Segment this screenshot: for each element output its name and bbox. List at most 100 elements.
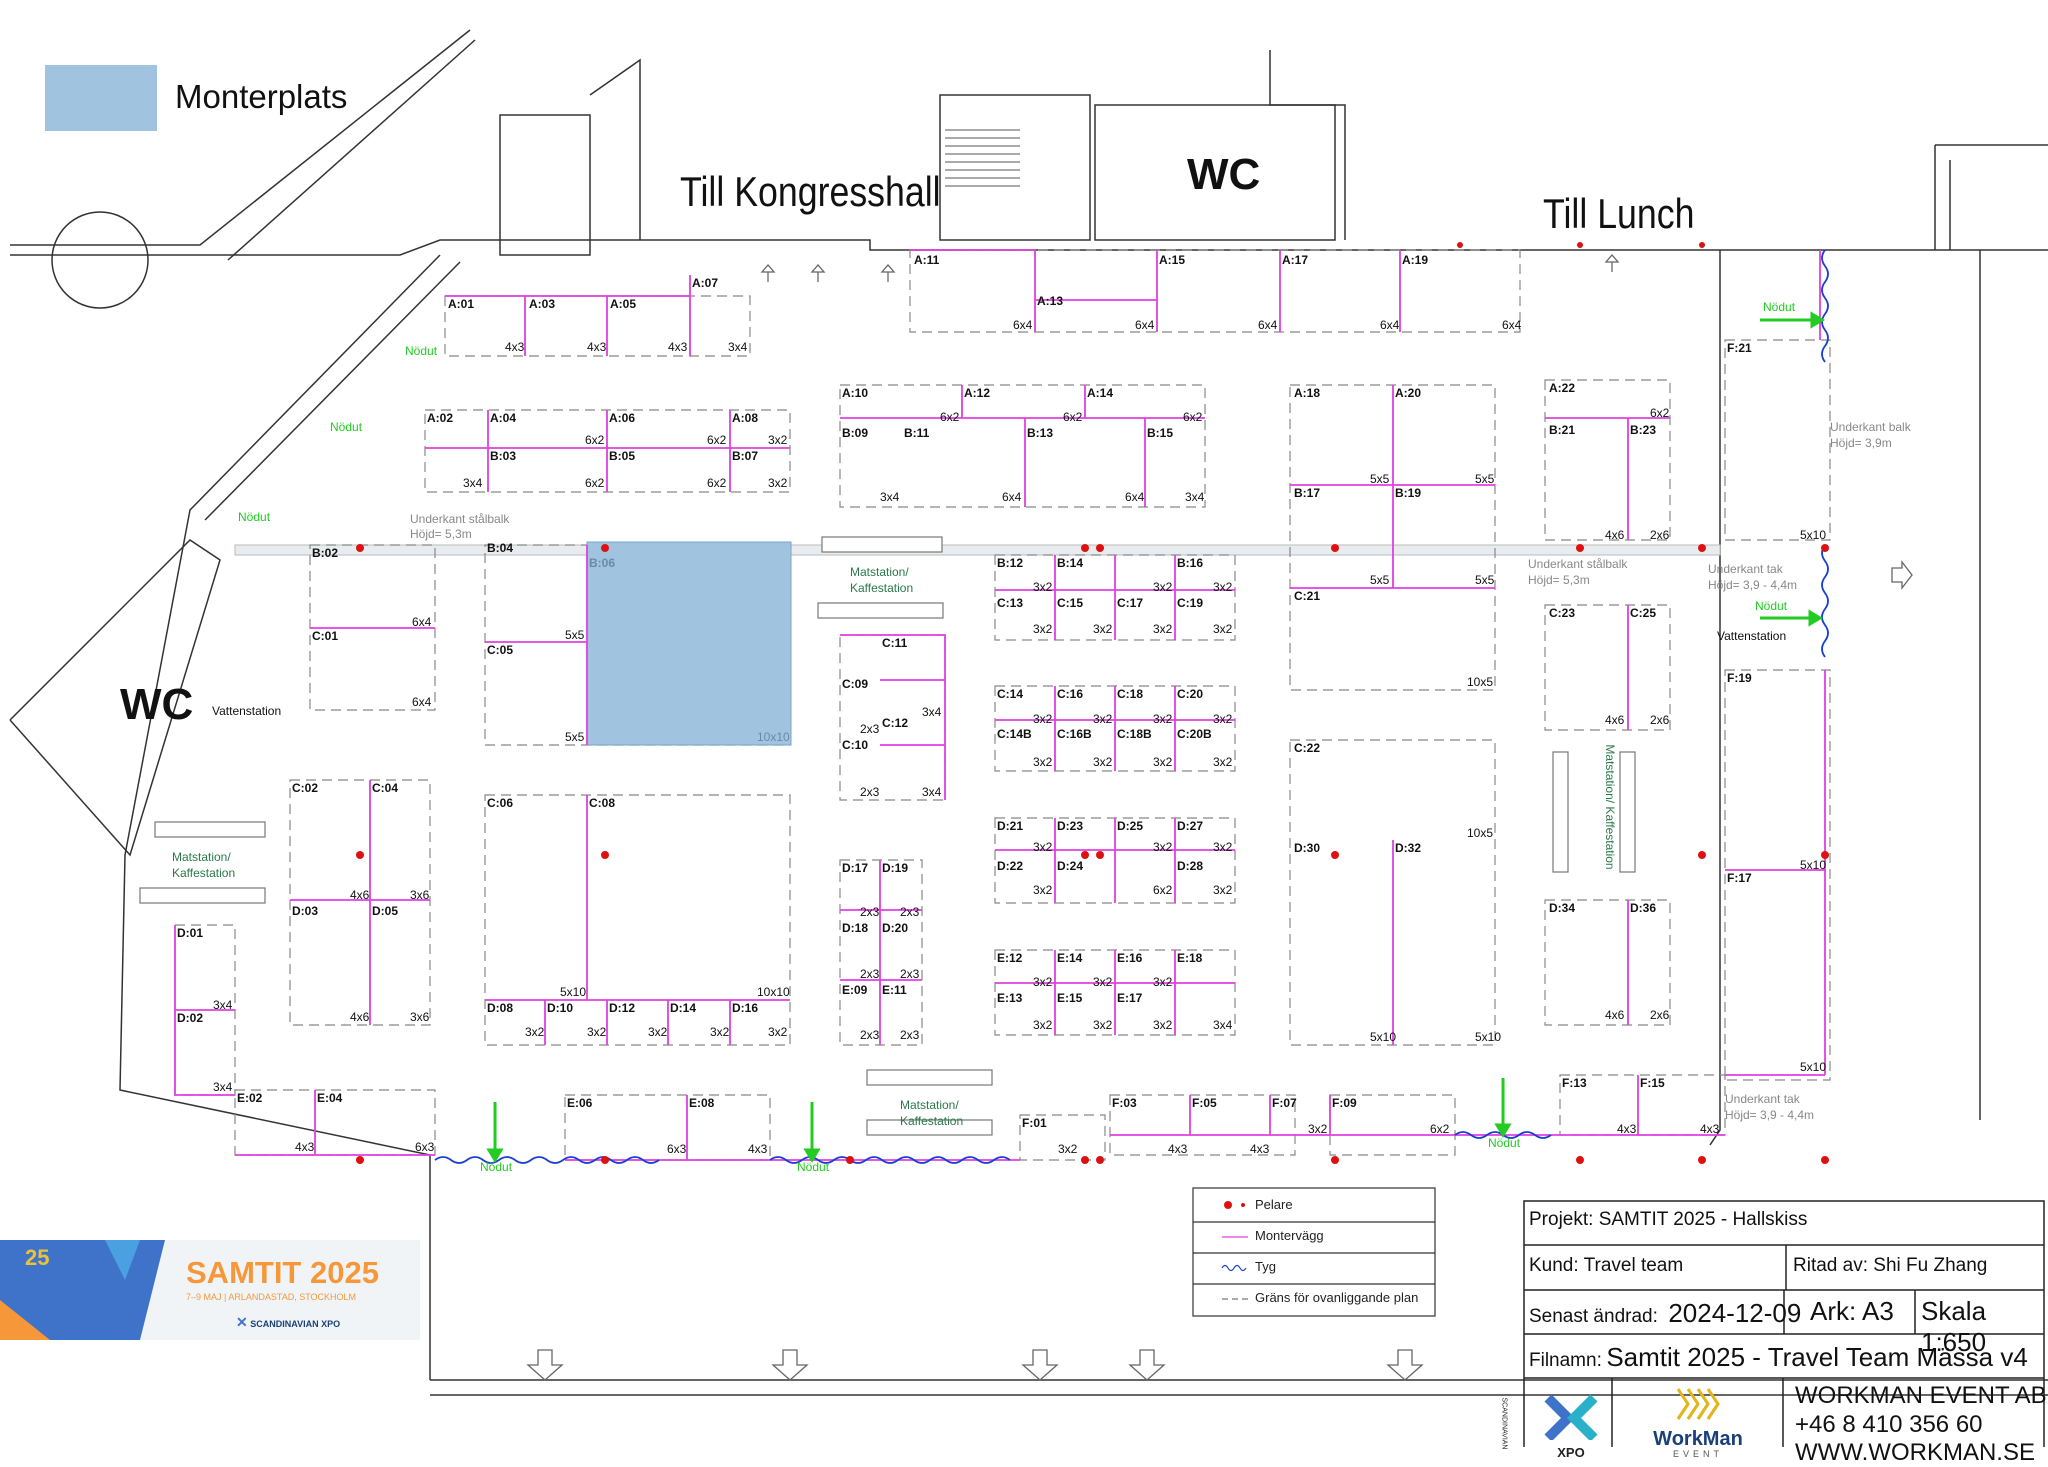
booth-label-a19[interactable]: A:19 <box>1402 253 1429 267</box>
booth-label-c04[interactable]: C:04 <box>372 781 399 795</box>
booth-label-d14[interactable]: D:14 <box>670 1001 697 1015</box>
booth-label-f03[interactable]: F:03 <box>1112 1096 1137 1110</box>
booth-label-c01[interactable]: C:01 <box>312 629 339 643</box>
booth-label-f07[interactable]: F:07 <box>1272 1096 1297 1110</box>
booth-label-e08[interactable]: E:08 <box>689 1096 715 1110</box>
booth-label-a10[interactable]: A:10 <box>842 386 869 400</box>
booth-label-c05[interactable]: C:05 <box>487 643 514 657</box>
booth-label-c20[interactable]: C:20 <box>1177 687 1204 701</box>
booth-label-a05[interactable]: A:05 <box>610 297 637 311</box>
booth-label-c19[interactable]: C:19 <box>1177 596 1204 610</box>
booth-label-d22[interactable]: D:22 <box>997 859 1024 873</box>
booth-label-c22[interactable]: C:22 <box>1294 741 1321 755</box>
booth-label-e09[interactable]: E:09 <box>842 983 868 997</box>
booth-label-c16b[interactable]: C:16B <box>1057 727 1092 741</box>
booth-label-c14[interactable]: C:14 <box>997 687 1024 701</box>
booth-label-a22[interactable]: A:22 <box>1549 381 1576 395</box>
booth-label-e15[interactable]: E:15 <box>1057 991 1083 1005</box>
booth-label-b12[interactable]: B:12 <box>997 556 1024 570</box>
booth-label-b19[interactable]: B:19 <box>1395 486 1422 500</box>
booth-label-d32[interactable]: D:32 <box>1395 841 1422 855</box>
booth-label-e16[interactable]: E:16 <box>1117 951 1143 965</box>
booth-label-d10[interactable]: D:10 <box>547 1001 574 1015</box>
booth-label-e13[interactable]: E:13 <box>997 991 1023 1005</box>
booth-label-d03[interactable]: D:03 <box>292 904 319 918</box>
booth-label-c02[interactable]: C:02 <box>292 781 319 795</box>
booth-label-b06[interactable]: B:06 <box>589 556 616 570</box>
booth-label-a06[interactable]: A:06 <box>609 411 636 425</box>
booth-label-f15[interactable]: F:15 <box>1640 1076 1665 1090</box>
booth-label-d23[interactable]: D:23 <box>1057 819 1084 833</box>
booth-label-a15[interactable]: A:15 <box>1159 253 1186 267</box>
booth-label-b09[interactable]: B:09 <box>842 426 869 440</box>
booth-label-b04[interactable]: B:04 <box>487 541 514 555</box>
booth-label-c18[interactable]: C:18 <box>1117 687 1144 701</box>
booth-label-d02[interactable]: D:02 <box>177 1011 204 1025</box>
booth-label-a04[interactable]: A:04 <box>490 411 517 425</box>
booth-label-f05[interactable]: F:05 <box>1192 1096 1217 1110</box>
booth-label-a18[interactable]: A:18 <box>1294 386 1321 400</box>
booth-label-d08[interactable]: D:08 <box>487 1001 514 1015</box>
booth-label-a12[interactable]: A:12 <box>964 386 991 400</box>
booth-label-d28[interactable]: D:28 <box>1177 859 1204 873</box>
booth-label-c09[interactable]: C:09 <box>842 677 869 691</box>
booth-label-d18[interactable]: D:18 <box>842 921 869 935</box>
booth-label-e02[interactable]: E:02 <box>237 1091 263 1105</box>
booth-label-f01[interactable]: F:01 <box>1022 1116 1047 1130</box>
booth-label-f19[interactable]: F:19 <box>1727 671 1752 685</box>
booth-label-a11[interactable]: A:11 <box>914 253 940 267</box>
booth-label-d24[interactable]: D:24 <box>1057 859 1084 873</box>
booth-label-a02[interactable]: A:02 <box>427 411 454 425</box>
booth-label-b02[interactable]: B:02 <box>312 546 339 560</box>
booth-label-c16[interactable]: C:16 <box>1057 687 1084 701</box>
booth-label-e11[interactable]: E:11 <box>882 983 907 997</box>
booth-label-d12[interactable]: D:12 <box>609 1001 636 1015</box>
booth-label-d05[interactable]: D:05 <box>372 904 399 918</box>
booth-label-c14b[interactable]: C:14B <box>997 727 1032 741</box>
booth-label-e17[interactable]: E:17 <box>1117 991 1143 1005</box>
booth-label-b13[interactable]: B:13 <box>1027 426 1054 440</box>
booth-label-b07[interactable]: B:07 <box>732 449 759 463</box>
booth-label-d19[interactable]: D:19 <box>882 861 909 875</box>
booth-label-b05[interactable]: B:05 <box>609 449 636 463</box>
booth-label-e12[interactable]: E:12 <box>997 951 1023 965</box>
booth-label-c15[interactable]: C:15 <box>1057 596 1084 610</box>
booth-label-c12[interactable]: C:12 <box>882 716 909 730</box>
booth-label-a01[interactable]: A:01 <box>448 297 475 311</box>
booth-label-d30[interactable]: D:30 <box>1294 841 1321 855</box>
booth-b06-highlight[interactable] <box>586 541 792 746</box>
booth-label-a13[interactable]: A:13 <box>1037 294 1064 308</box>
booth-label-c10[interactable]: C:10 <box>842 738 869 752</box>
booth-label-c11[interactable]: C:11 <box>882 636 908 650</box>
booth-label-e14[interactable]: E:14 <box>1057 951 1083 965</box>
booth-label-a20[interactable]: A:20 <box>1395 386 1422 400</box>
booth-label-a07[interactable]: A:07 <box>692 276 719 290</box>
booth-label-b11[interactable]: B:11 <box>904 426 930 440</box>
booth-label-b14[interactable]: B:14 <box>1057 556 1084 570</box>
booth-label-c17[interactable]: C:17 <box>1117 596 1144 610</box>
booth-label-d20[interactable]: D:20 <box>882 921 909 935</box>
booth-label-d27[interactable]: D:27 <box>1177 819 1204 833</box>
booth-label-f09[interactable]: F:09 <box>1332 1096 1357 1110</box>
booth-label-d17[interactable]: D:17 <box>842 861 869 875</box>
booth-label-b17[interactable]: B:17 <box>1294 486 1321 500</box>
booth-label-e06[interactable]: E:06 <box>567 1096 593 1110</box>
booth-label-b16[interactable]: B:16 <box>1177 556 1204 570</box>
booth-label-d25[interactable]: D:25 <box>1117 819 1144 833</box>
booth-label-c21[interactable]: C:21 <box>1294 589 1321 603</box>
booth-label-d21[interactable]: D:21 <box>997 819 1024 833</box>
booth-label-c08[interactable]: C:08 <box>589 796 616 810</box>
booth-label-a14[interactable]: A:14 <box>1087 386 1114 400</box>
booth-label-a17[interactable]: A:17 <box>1282 253 1309 267</box>
booth-label-b23[interactable]: B:23 <box>1630 423 1657 437</box>
booth-label-d01[interactable]: D:01 <box>177 926 204 940</box>
booth-label-e04[interactable]: E:04 <box>317 1091 343 1105</box>
booth-label-c20b[interactable]: C:20B <box>1177 727 1212 741</box>
booth-label-a03[interactable]: A:03 <box>529 297 556 311</box>
booth-label-c06[interactable]: C:06 <box>487 796 514 810</box>
booth-label-c25[interactable]: C:25 <box>1630 606 1657 620</box>
booth-label-c13[interactable]: C:13 <box>997 596 1024 610</box>
booth-label-e18[interactable]: E:18 <box>1177 951 1203 965</box>
booth-label-f21[interactable]: F:21 <box>1727 341 1752 355</box>
booth-label-d36[interactable]: D:36 <box>1630 901 1657 915</box>
